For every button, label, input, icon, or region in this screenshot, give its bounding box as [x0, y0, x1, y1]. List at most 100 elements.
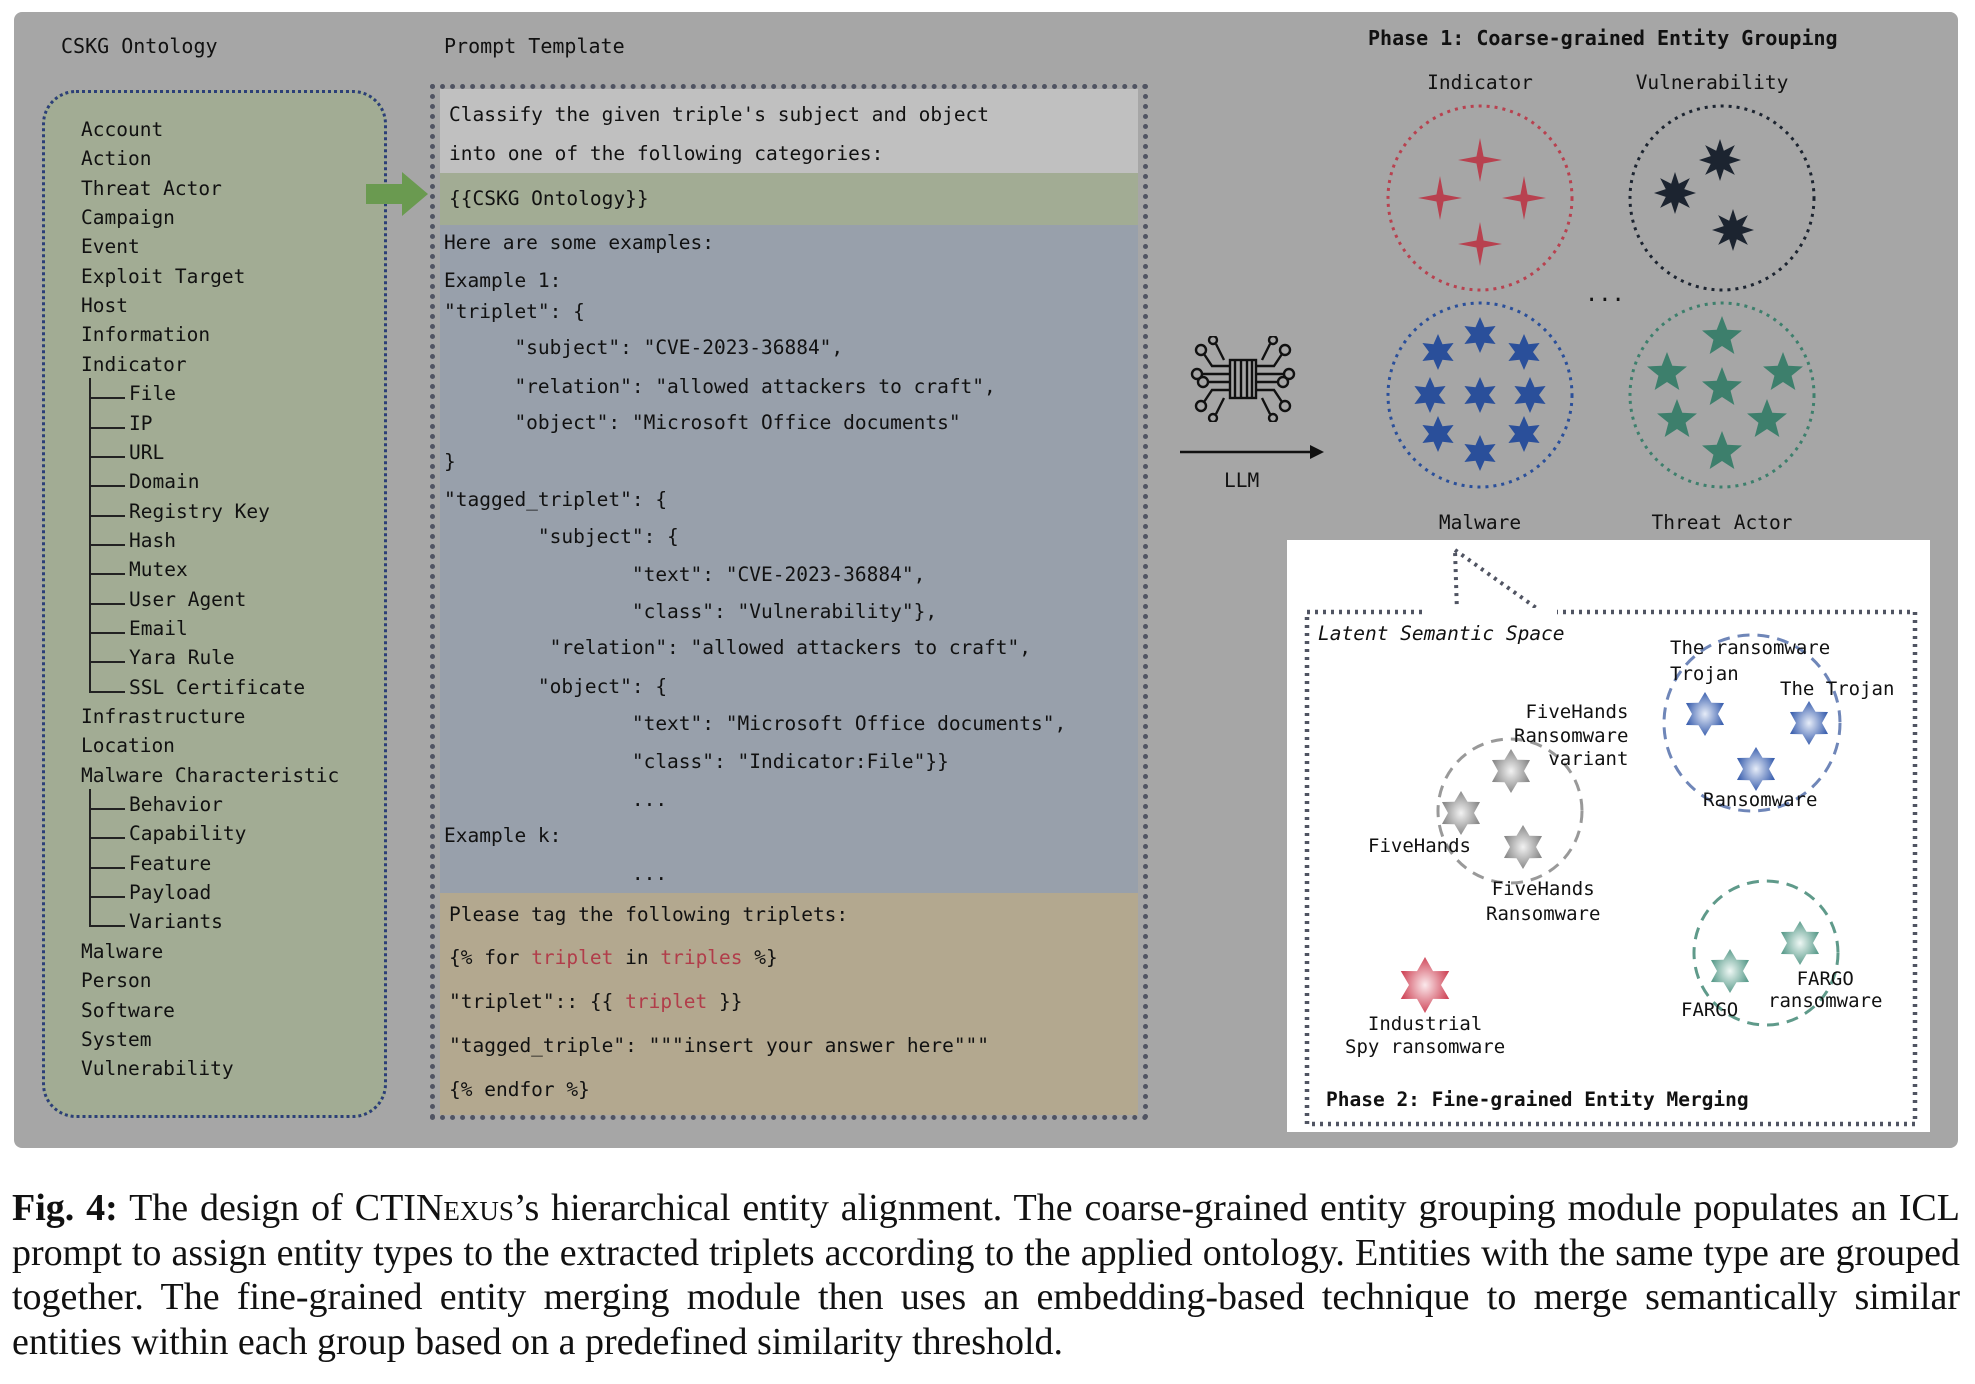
- ontology-indicator-child-ssl-certificate: SSL Certificate: [129, 675, 306, 699]
- ransomware-star: [1736, 747, 1776, 791]
- phase1-groups: [1386, 104, 1816, 489]
- prompt-example-line: "object": {: [444, 675, 668, 698]
- ontology-indicator-child-email: Email: [129, 616, 188, 640]
- threat-actor-entity-star: [1647, 352, 1687, 390]
- prompt-example-line: "relation": "allowed attackers to craft"…: [444, 636, 1031, 659]
- fivehands-star: [1441, 791, 1481, 835]
- ontology-malchar-child-feature: Feature: [129, 851, 212, 875]
- prompt-heading: Prompt Template: [444, 34, 625, 58]
- prompt-example-line: }: [444, 450, 456, 473]
- prompt-for-line: {% for triplet in triples %}: [449, 946, 778, 969]
- ontology-indicator-child-domain: Domain: [129, 470, 200, 494]
- ontology-item-indicator: Indicator: [81, 352, 187, 376]
- caption-body: ’s hierarchical entity alignment. The co…: [12, 1187, 1960, 1363]
- malware-entity-star: [1464, 435, 1496, 471]
- prompt-intro-line-1: Classify the given triple's subject and …: [449, 103, 990, 126]
- llm-arrow-icon: [1180, 445, 1324, 459]
- prompt-example-line: ...: [444, 862, 668, 885]
- ontology-item-threat-actor: Threat Actor: [81, 176, 222, 200]
- ontology-item-software: Software: [81, 998, 175, 1022]
- prompt-example-line: Example 1:: [444, 269, 562, 292]
- tree-branch: [89, 573, 125, 576]
- prompt-template-box: Classify the given triple's subject and …: [430, 84, 1148, 1120]
- tree-branch: [89, 602, 125, 605]
- fargo-ransomware-star: [1780, 921, 1820, 965]
- prompt-example-line: "relation": "allowed attackers to craft"…: [444, 375, 996, 398]
- tree-branch: [89, 455, 125, 458]
- ontology-malchar-child-capability: Capability: [129, 822, 247, 846]
- tree-branch: [89, 631, 125, 634]
- label-ransomware: Ransomware: [1703, 789, 1818, 811]
- indicator-entity-star: [1458, 138, 1502, 182]
- latent-space-box: [1304, 609, 1918, 1127]
- prompt-example-line: "tagged_triplet": {: [444, 488, 668, 511]
- tree-branch: [89, 485, 125, 488]
- for-var: triplet: [531, 946, 614, 969]
- prompt-example-line: "subject": "CVE-2023-36884",: [444, 336, 844, 359]
- indicator-entity-star: [1418, 176, 1462, 220]
- fivehands-variant-star: [1491, 749, 1531, 793]
- ontology-item-infrastructure: Infrastructure: [81, 705, 246, 728]
- prompt-examples-section: [440, 225, 1138, 893]
- vulnerability-group-circle: [1628, 104, 1816, 292]
- prompt-tag-section: [440, 893, 1138, 1115]
- threat-actor-entity-star: [1657, 399, 1697, 437]
- tree-branch: [89, 925, 125, 928]
- ontology-item-person: Person: [81, 969, 152, 993]
- llm-chip-icon: [1190, 336, 1296, 422]
- label-fivehands: FiveHands: [1368, 835, 1471, 857]
- llm-label: LLM: [1224, 469, 1260, 492]
- trojan-cluster: [1662, 633, 1842, 813]
- prompt-example-line: "subject": {: [444, 525, 679, 548]
- ontology-item-information: Information: [81, 323, 211, 347]
- ontology-indicator-child-ip: IP: [129, 411, 153, 435]
- fivehands-ransomware-star: [1503, 825, 1543, 869]
- threat-actor-entity-star: [1702, 316, 1742, 354]
- fargo-star: [1710, 949, 1750, 993]
- label-fargo-ransomware: FARGO ransomware: [1768, 968, 1883, 1012]
- caption-pre: The design of CTI: [117, 1187, 416, 1229]
- prompt-example-line: ...: [444, 788, 668, 811]
- phase1-title: Phase 1: Coarse-grained Entity Grouping: [1368, 26, 1838, 50]
- label-fivehands-ransomware: FiveHands Ransomware: [1486, 878, 1601, 925]
- vulnerability-entity-star: [1712, 209, 1754, 251]
- malware-entity-star: [1422, 416, 1454, 452]
- prompt-intro-section: [440, 89, 1138, 173]
- group-label-threat-actor: Threat Actor: [1651, 511, 1793, 534]
- malware-entity-star: [1508, 416, 1540, 452]
- tree-branch: [89, 837, 125, 840]
- prompt-tag-heading: Please tag the following triplets:: [449, 903, 849, 926]
- threat-actor-entity-star: [1763, 352, 1803, 390]
- ontology-indicator-child-mutex: Mutex: [129, 558, 188, 582]
- ontology-item-malware-characteristic: Malware Characteristic: [81, 763, 340, 787]
- tree-branch: [89, 661, 125, 664]
- ontology-indicator-child-hash: Hash: [129, 528, 176, 552]
- prompt-triplet-line: "triplet":: {{ triplet }}: [449, 990, 743, 1013]
- ontology-item-vulnerability: Vulnerability: [81, 1057, 234, 1081]
- ontology-indicator-child-file: File: [129, 382, 176, 406]
- malware-entity-star: [1514, 377, 1546, 413]
- fargo-cluster: [1692, 879, 1840, 1027]
- tree-branch: [89, 514, 125, 517]
- prompt-ontology-section: [440, 173, 1138, 225]
- ontology-item-exploit-target: Exploit Target: [81, 264, 246, 288]
- zoom-callout: [1453, 548, 1544, 614]
- ontology-item-system: System: [81, 1027, 152, 1051]
- figure-caption: Fig. 4: The design of CTINexus’s hierarc…: [12, 1186, 1960, 1364]
- tree-branch: [89, 543, 125, 546]
- the-trojan-star: [1789, 701, 1829, 745]
- malware-entity-star: [1464, 317, 1496, 353]
- prompt-ontology-slot: {{CSKG Ontology}}: [449, 187, 649, 210]
- latent-space-label: Latent Semantic Space: [1318, 622, 1565, 645]
- ontology-item-host: Host: [81, 294, 128, 318]
- indicator-entity-star: [1458, 222, 1502, 266]
- for-in: in: [613, 946, 661, 969]
- phase1-ellipsis: ...: [1585, 282, 1625, 307]
- tree-branch: [89, 866, 125, 869]
- indicator-group-circle: [1386, 104, 1574, 292]
- tree-branch: [89, 426, 125, 429]
- prompt-intro-line-2: into one of the following categories:: [449, 142, 884, 165]
- malware-entity-star: [1422, 334, 1454, 370]
- prompt-example-line: "triplet": {: [444, 300, 585, 323]
- triplet-open: "triplet":: {{: [449, 990, 626, 1013]
